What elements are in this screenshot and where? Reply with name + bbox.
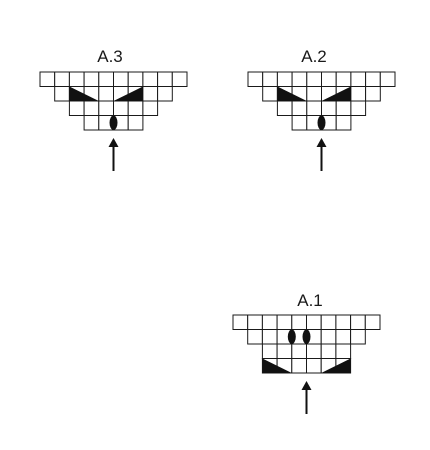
grid-cell [171,71,188,87]
grid-cell [291,343,307,359]
grid-cell [127,100,144,116]
arrow-head [316,138,327,147]
direction-arrow-icon [316,138,327,171]
grid-cell [83,115,100,131]
yarn-over-symbol [302,329,311,344]
grid-cell [306,100,322,116]
chart-title: A.1 [297,291,323,310]
chart-a2: A.2 [247,47,396,171]
grid-cell [54,86,70,102]
grid-cell [379,71,396,87]
grid-cell [291,71,308,87]
grid-cell [335,71,352,87]
grid-cell [276,71,293,87]
grid-cell [365,86,381,102]
chart-title: A.2 [301,47,327,66]
grid-cell [350,314,366,330]
grid-cell [113,100,129,116]
grid-cell [306,71,322,87]
yarn-over-symbol [317,115,326,130]
decrease-right-symbol [321,358,351,373]
grid-cell [320,314,337,330]
decrease-right-symbol [321,86,351,101]
grid-cell [232,314,249,330]
grid-cell [364,314,381,330]
decrease-right-symbol [113,86,143,101]
grid-cell [350,100,367,116]
chart-a3: A.3 [39,47,188,171]
grid-cell [127,71,144,87]
grid-cell [320,329,337,345]
grid-cell [321,71,337,87]
chart-title: A.3 [97,47,123,66]
grid-cell [83,100,100,116]
grid-cell [98,100,115,116]
grid-cell [83,71,100,87]
decrease-left-symbol [69,86,99,101]
grid-cell [261,343,278,359]
grid-cell [68,100,85,116]
grid-cell [98,71,115,87]
grid-cell [350,86,367,102]
grid-cell [276,100,293,116]
arrow-head [108,138,119,147]
grid-cell [306,343,322,359]
yarn-over-symbol [287,329,296,344]
grid-cell [142,100,159,116]
decrease-left-symbol [262,358,292,373]
grid-cell [335,115,352,131]
grid-cell [306,314,322,330]
grid-cell [98,86,115,102]
yarn-over-symbol [109,115,118,130]
grid-cell [157,86,173,102]
grid-cell [142,71,159,87]
grid-cell [247,314,263,330]
grid-cell [261,314,278,330]
grid-cell [247,329,263,345]
grid-cell [306,86,322,102]
arrow-head [301,381,312,390]
grid-cell [335,314,352,330]
grid-cell [127,115,144,131]
grid-cell [291,358,307,374]
grid-cell [321,100,337,116]
grid-cell [291,314,307,330]
grid-cell [113,71,129,87]
grid-cell [54,71,70,87]
grid-cell [39,71,56,87]
grid-cell [142,86,159,102]
grid-cell [350,71,367,87]
grid-cell [306,358,322,374]
grid-cell [262,86,278,102]
decrease-left-symbol [277,86,307,101]
grid-cell [350,329,366,345]
grid-cell [261,329,278,345]
grid-cell [247,71,264,87]
grid-cell [335,329,352,345]
chart-a1: A.1 [232,291,381,414]
grid-cell [291,115,308,131]
grid-cell [320,343,337,359]
grid-cell [335,100,352,116]
grid-cell [68,71,85,87]
grid-cell [157,71,173,87]
grid-cell [291,100,308,116]
direction-arrow-icon [301,381,312,414]
grid-cell [365,71,381,87]
grid-cell [276,343,293,359]
grid-cell [276,314,293,330]
grid-cell [335,343,352,359]
direction-arrow-icon [108,138,119,171]
grid-cell [262,71,278,87]
